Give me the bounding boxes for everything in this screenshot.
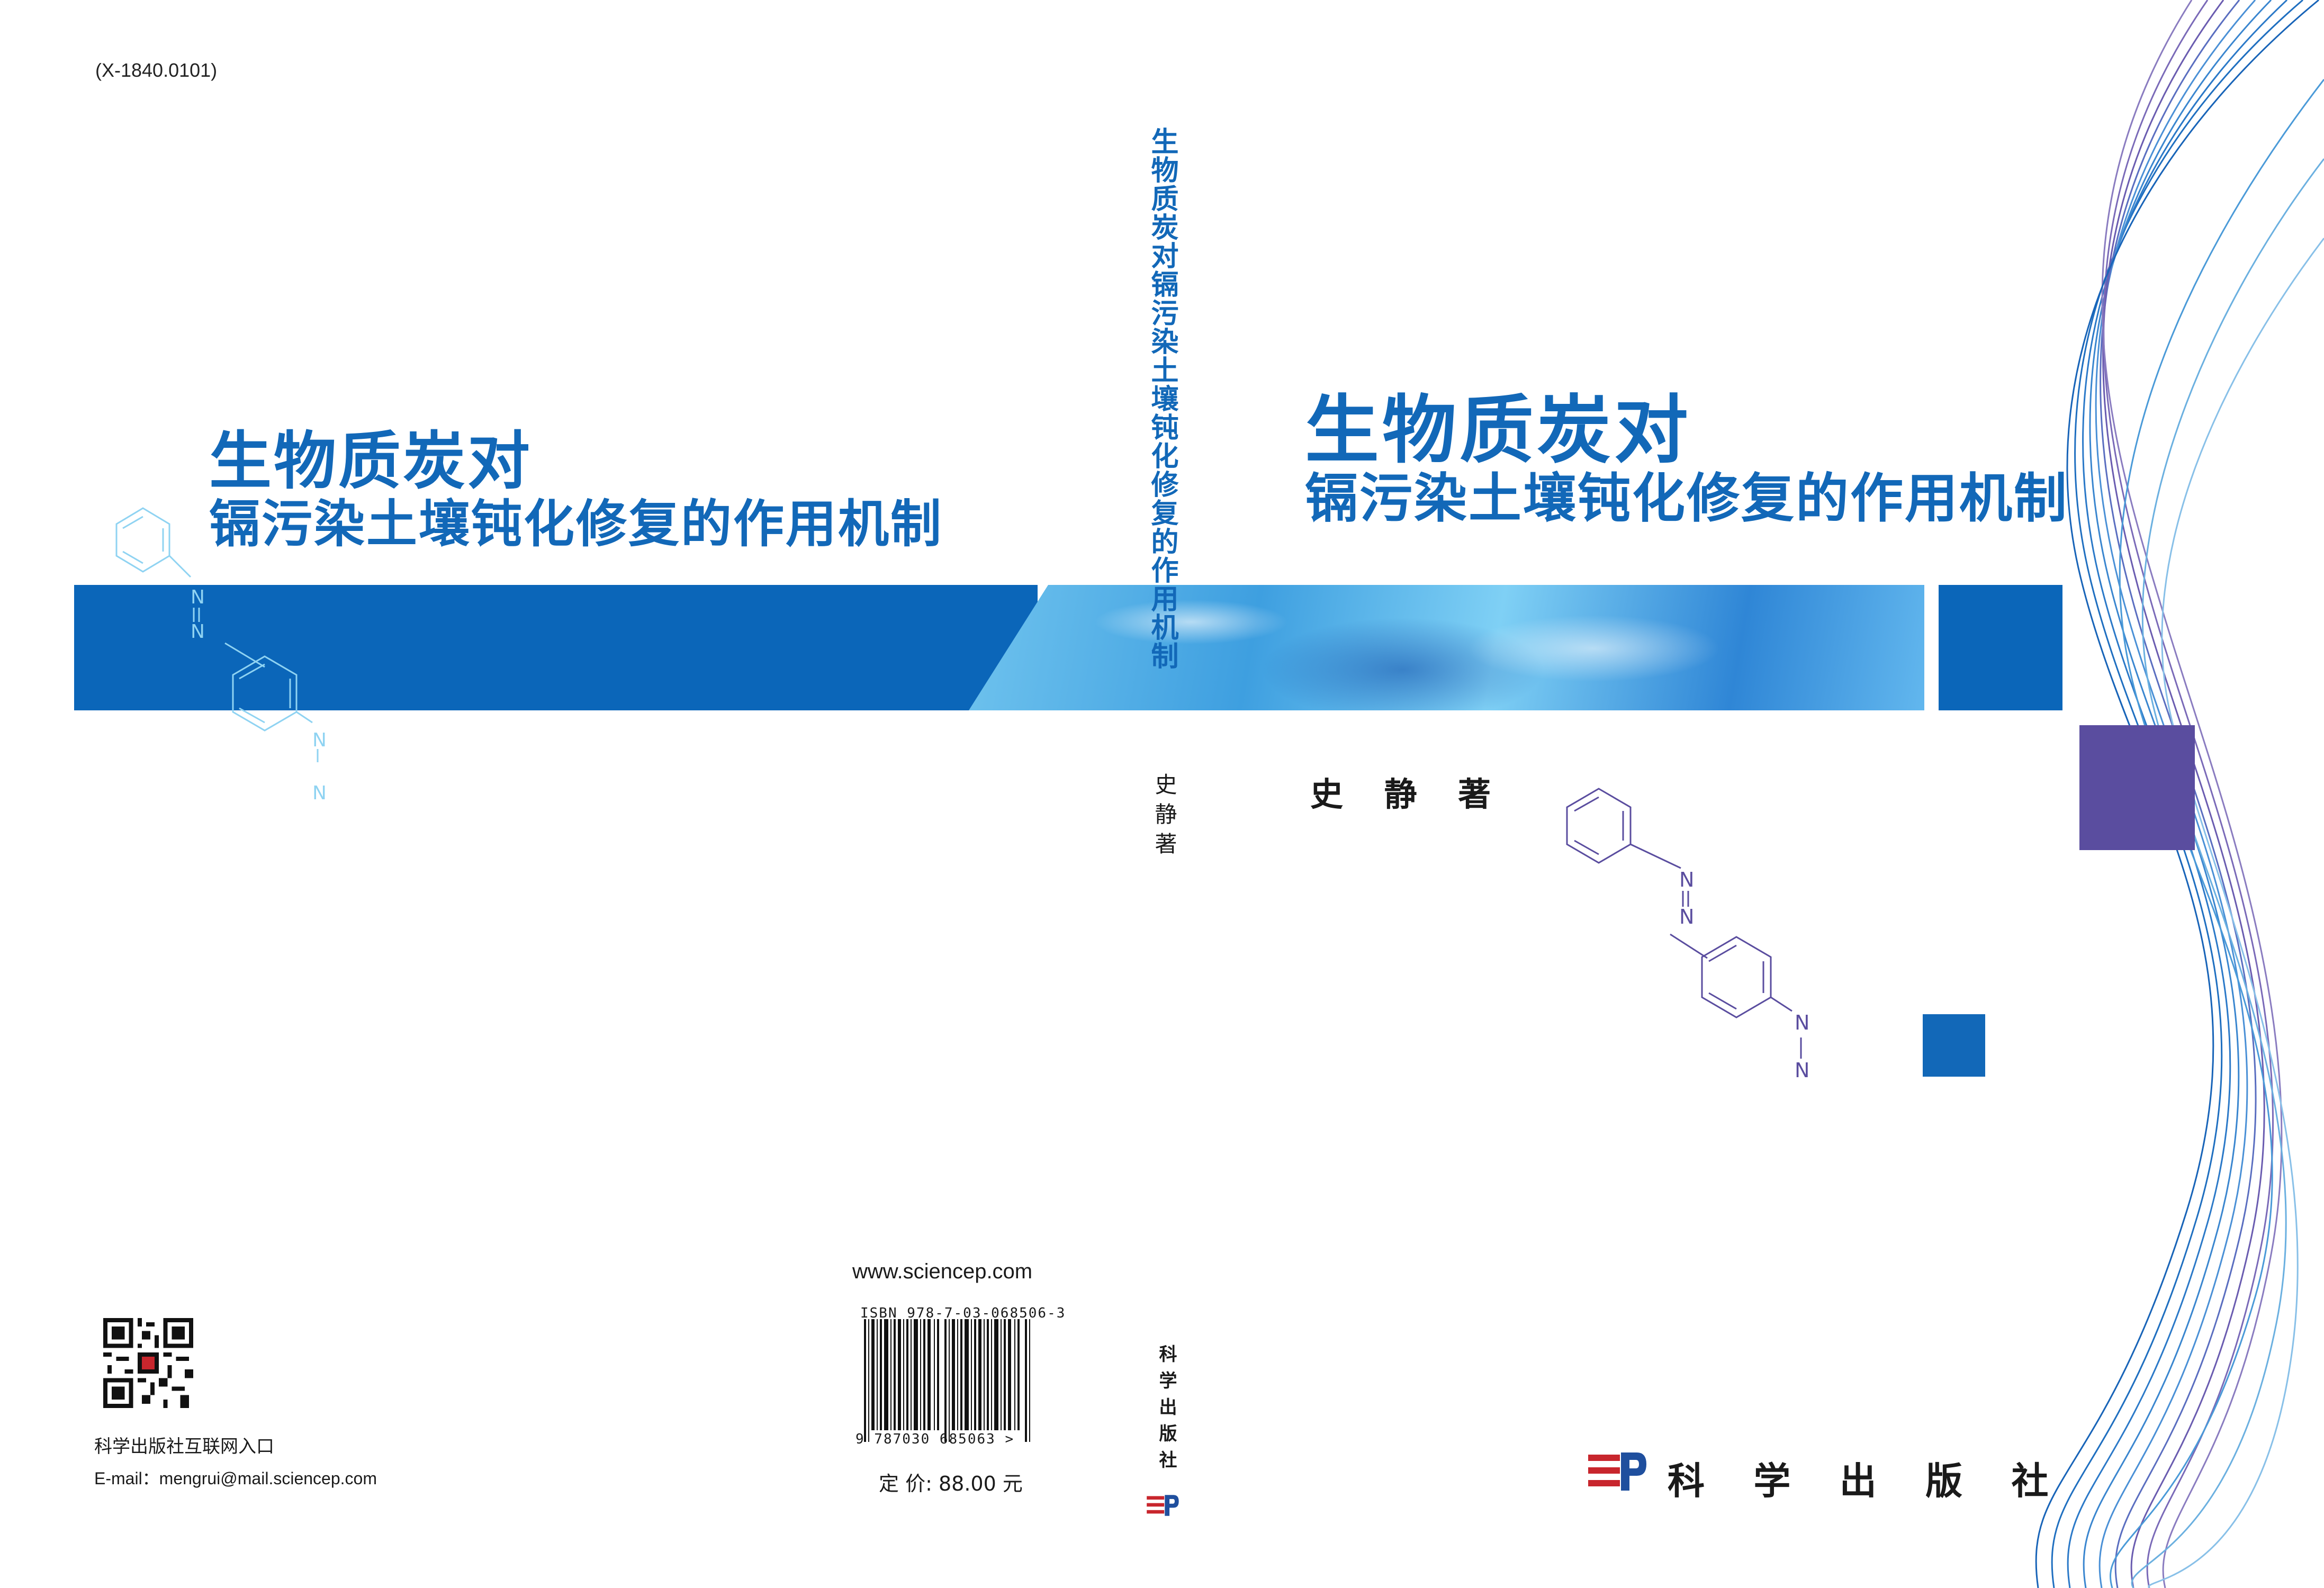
front-title-line1: 生物质炭对 bbox=[1305, 387, 1692, 474]
blue-band-back bbox=[74, 585, 1038, 710]
publisher-logo-icon bbox=[1147, 1495, 1179, 1516]
isbn-text: ISBN 978-7-03-068506-3 bbox=[860, 1305, 1066, 1321]
publisher-logo-icon bbox=[1588, 1452, 1646, 1491]
spine-author: 史静著 bbox=[1151, 773, 1177, 862]
molecule-diagram-front: N N N N bbox=[1566, 788, 1809, 1082]
nitrogen-label: N bbox=[1795, 1059, 1809, 1082]
small-blue-square-decoration bbox=[1923, 1014, 1985, 1077]
qr-code-image[interactable] bbox=[103, 1318, 193, 1408]
front-author: 史 静 著 bbox=[1310, 775, 1506, 814]
nitrogen-label: N bbox=[1679, 868, 1694, 891]
barcode-number: 9 787030 685063 > bbox=[855, 1431, 1015, 1447]
barcode-image bbox=[864, 1319, 1030, 1442]
catalog-code: (X-1840.0101) bbox=[95, 59, 218, 81]
front-publisher-name: 科 学 出 版 社 bbox=[1668, 1459, 2067, 1503]
internet-portal-label: 科学出版社互联网入口 bbox=[94, 1436, 274, 1457]
email-address[interactable]: E-mail：mengrui@mail.sciencep.com bbox=[94, 1469, 377, 1488]
nitrogen-label: N bbox=[1679, 905, 1694, 928]
purple-square-decoration bbox=[2079, 725, 2195, 850]
back-title-line1: 生物质炭对 bbox=[209, 424, 533, 498]
blue-square-decoration bbox=[1939, 585, 2062, 710]
molecule-diagram-back: N N N N bbox=[115, 507, 327, 804]
back-title-line2: 镉污染土壤钝化修复的作用机制 bbox=[209, 494, 943, 554]
nitrogen-label: N bbox=[1795, 1011, 1809, 1034]
price-label: 定 价: 88.00 元 bbox=[879, 1472, 1023, 1495]
spine-title: 生物质炭对镉污染土壤钝化修复的作用机制 bbox=[1146, 127, 1178, 670]
spine-publisher: 科学出版社 bbox=[1156, 1345, 1177, 1477]
nitrogen-label: N bbox=[312, 729, 327, 751]
nitrogen-label: N bbox=[191, 621, 205, 643]
publisher-url: www.sciencep.com bbox=[852, 1260, 1033, 1283]
nitrogen-label: N bbox=[312, 782, 327, 804]
blue-photo-band bbox=[969, 585, 1924, 710]
front-title-line2: 镉污染土壤钝化修复的作用机制 bbox=[1305, 467, 2068, 529]
nitrogen-label: N bbox=[191, 587, 205, 608]
